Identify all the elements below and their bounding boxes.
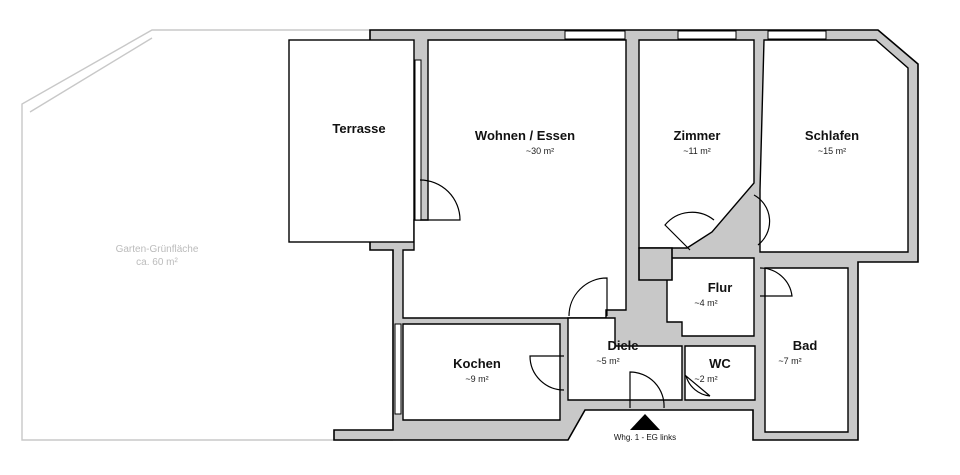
door-kochen — [529, 355, 565, 391]
window-kochen — [394, 323, 402, 415]
zimmer-area: ~11 m² — [683, 146, 711, 156]
window-zimmer — [677, 30, 737, 40]
garden-area: ca. 60 m² — [136, 257, 178, 268]
schlafen-area: ~15 m² — [818, 146, 846, 156]
door-zimmer — [664, 211, 715, 251]
bad-name: Bad — [793, 338, 818, 353]
garden-name: Garten-Grünfläche — [116, 244, 199, 255]
room-kochen — [402, 323, 561, 421]
bad-area: ~7 m² — [778, 356, 801, 366]
garden-outline-inner — [29, 37, 153, 113]
flur-wall-block — [638, 247, 673, 281]
kochen-area: ~9 m² — [465, 374, 488, 384]
door-schlafen — [753, 194, 771, 246]
door-terrasse — [419, 179, 461, 221]
wohnen-area: ~30 m² — [526, 146, 554, 156]
wohnen-name: Wohnen / Essen — [475, 128, 575, 143]
terrasse-name: Terrasse — [332, 121, 385, 136]
wc-name: WC — [709, 356, 731, 371]
room-diele — [567, 317, 683, 401]
door-wohnen — [568, 277, 608, 317]
diele-name: Diele — [607, 338, 638, 353]
window-wohnen — [564, 30, 626, 40]
flur-area: ~4 m² — [694, 298, 717, 308]
room-wc — [684, 345, 756, 401]
diele-area: ~5 m² — [596, 356, 619, 366]
window-schlafen — [767, 30, 827, 40]
entrance-arrow — [630, 414, 660, 430]
garden-outline — [21, 29, 393, 441]
window-terrasse-door — [414, 59, 422, 221]
entrance-label: Whg. 1 - EG links — [614, 433, 676, 442]
door-bad — [759, 267, 793, 297]
terrasse-area — [288, 39, 415, 243]
room-wohnen — [402, 39, 627, 319]
door-entrance — [629, 371, 665, 409]
room-bad — [764, 267, 849, 433]
flur-name: Flur — [708, 280, 733, 295]
zimmer-name: Zimmer — [674, 128, 721, 143]
kochen-name: Kochen — [453, 356, 501, 371]
wc-area: ~2 m² — [694, 374, 717, 384]
door-wc — [684, 374, 711, 397]
room-schlafen — [759, 39, 909, 253]
schlafen-name: Schlafen — [805, 128, 859, 143]
